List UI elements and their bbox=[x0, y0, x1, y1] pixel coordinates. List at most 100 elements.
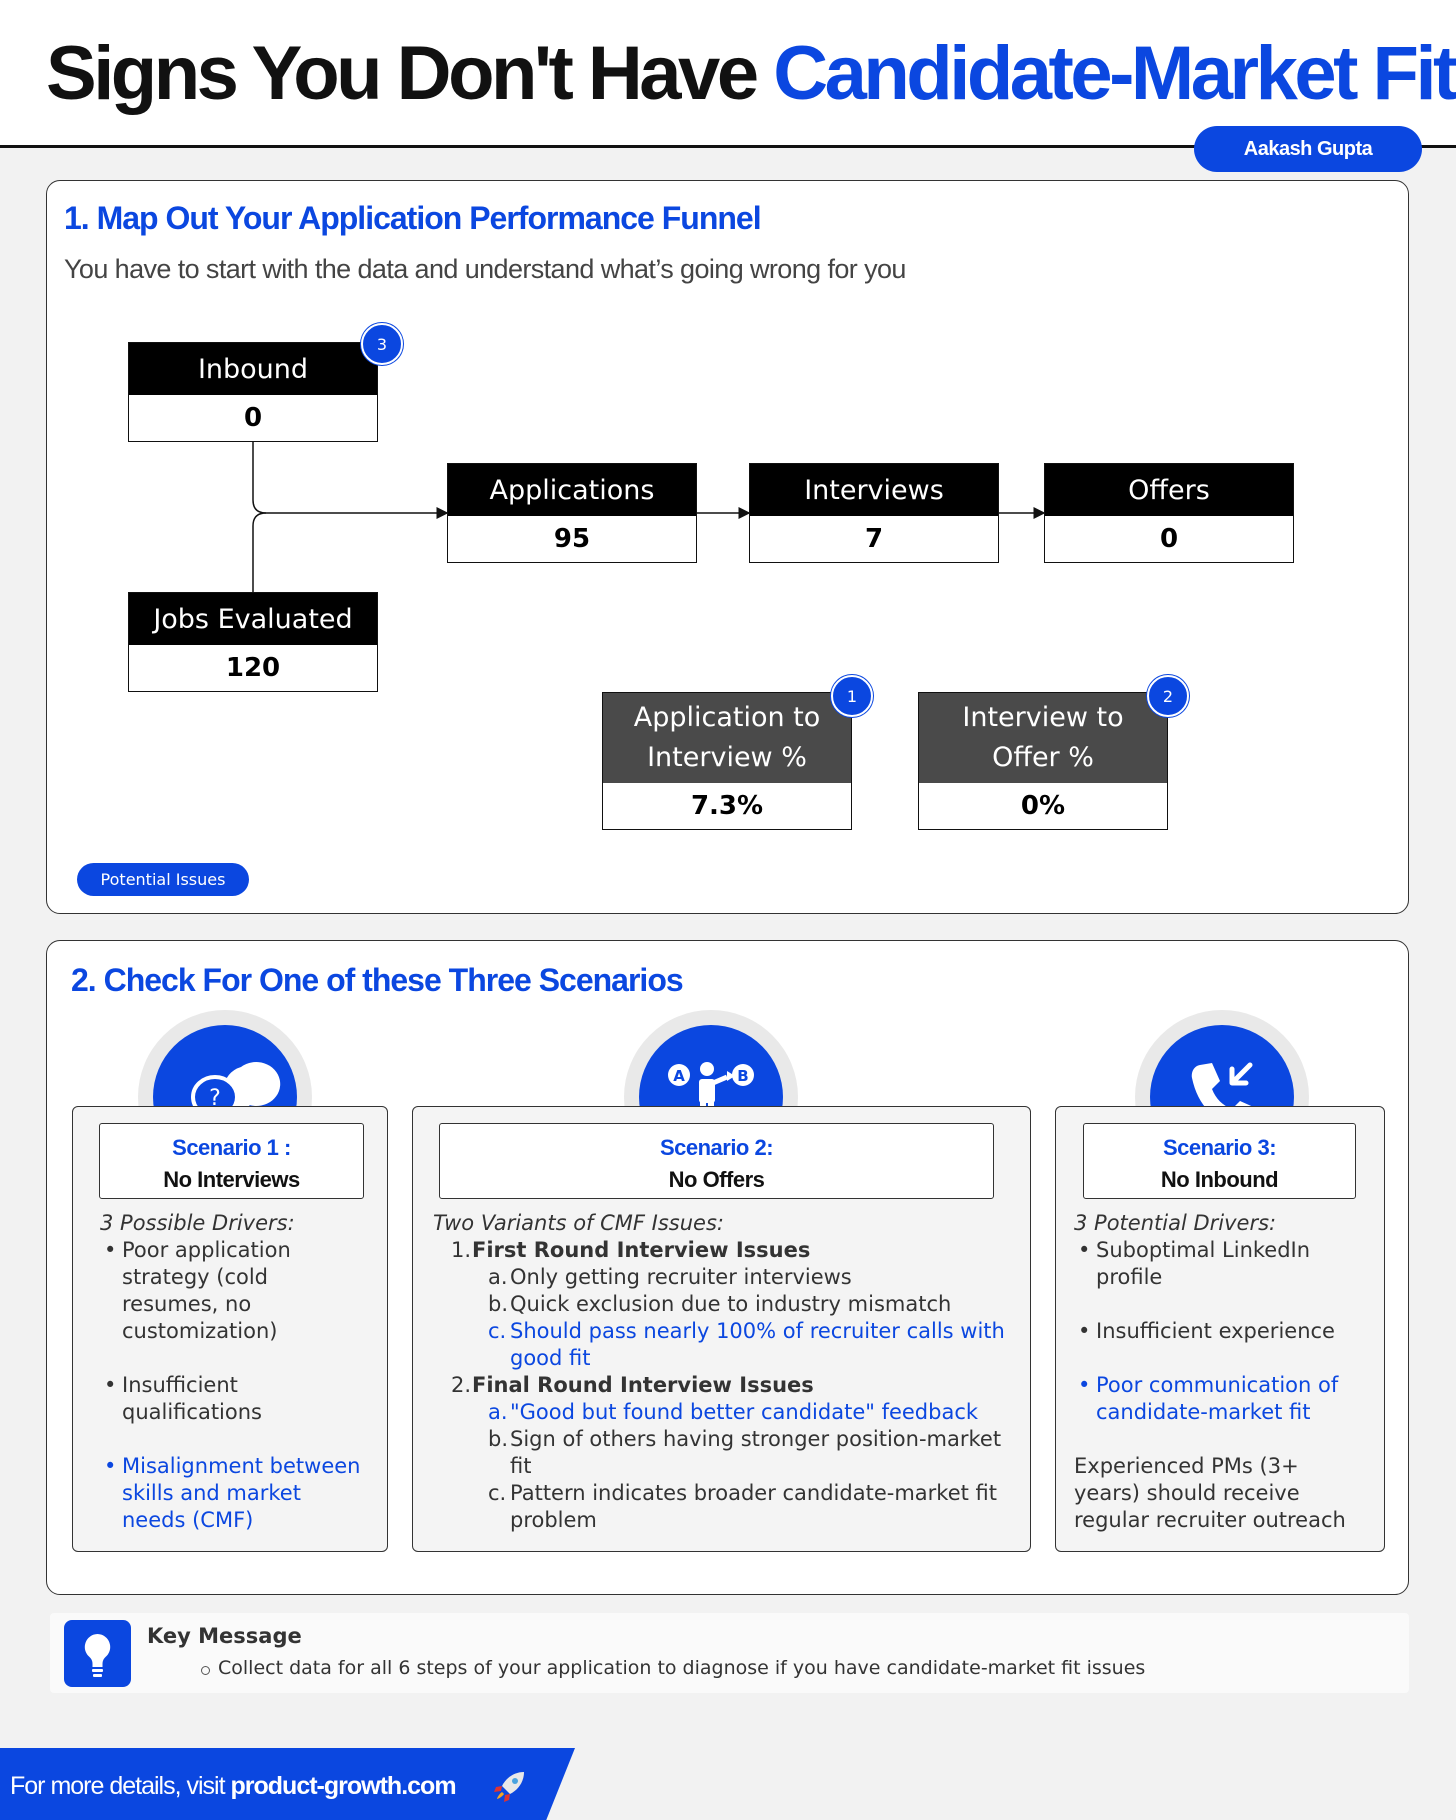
funnel-jobs-value: 120 bbox=[225, 653, 281, 683]
list-item: 2. Final Round Interview Issues bbox=[433, 1372, 1023, 1399]
list-heading: Final Round Interview Issues bbox=[472, 1373, 814, 1397]
scenario3-title-box: Scenario 3: No Inbound bbox=[1083, 1123, 1356, 1199]
funnel-inbound-value: 0 bbox=[243, 403, 263, 433]
list-item: Poor application strategy (cold resumes,… bbox=[100, 1237, 370, 1345]
funnel-applications: Applications 95 bbox=[447, 463, 697, 563]
list-item: Insufficient qualifications bbox=[100, 1372, 370, 1426]
list-text: Sign of others having stronger position-… bbox=[510, 1427, 1002, 1478]
footer-banner bbox=[0, 1748, 575, 1820]
funnel-interviews-value: 7 bbox=[864, 524, 884, 554]
scenario2-subtitle: No Offers bbox=[668, 1167, 765, 1192]
ratio-app-line2: Interview % bbox=[647, 742, 807, 773]
author-badge: Aakash Gupta bbox=[1194, 126, 1422, 172]
scenario3-title: Scenario 3: bbox=[1162, 1135, 1277, 1160]
list-number: 2. bbox=[451, 1373, 472, 1397]
funnel-jobs-evaluated: Jobs Evaluated 120 bbox=[128, 592, 378, 692]
list-letter: b. bbox=[488, 1427, 509, 1451]
scenario1-list: Poor application strategy (cold resumes,… bbox=[100, 1237, 370, 1534]
lightbulb-icon bbox=[64, 1620, 131, 1687]
list-item: Misalignment between skills and market n… bbox=[100, 1453, 370, 1534]
rocket-icon bbox=[490, 1766, 530, 1806]
ratio-interview-to-offer: Interview to Offer % 0% bbox=[918, 692, 1168, 830]
scenario3-note: Experienced PMs (3+ years) should receiv… bbox=[1074, 1454, 1346, 1532]
scenario1-intro: 3 Possible Drivers: bbox=[100, 1211, 295, 1235]
scenario3-subtitle: No Inbound bbox=[1160, 1167, 1279, 1192]
key-message-text: Collect data for all 6 steps of your app… bbox=[218, 1657, 1146, 1679]
section1-title: 1. Map Out Your Application Performance … bbox=[64, 200, 762, 236]
list-text: "Good but found better candidate" feedba… bbox=[510, 1400, 979, 1424]
ratio-app-to-interview: Application to Interview % 7.3% bbox=[602, 692, 852, 830]
scenario2-title-box: Scenario 2: No Offers bbox=[439, 1123, 994, 1199]
list-letter: a. bbox=[488, 1265, 508, 1289]
svg-text:B: B bbox=[737, 1067, 748, 1085]
scenario2-title: Scenario 2: bbox=[659, 1135, 774, 1160]
list-number: 1. bbox=[451, 1238, 472, 1262]
scenario2-body: Two Variants of CMF Issues: 1. First Rou… bbox=[433, 1210, 1023, 1534]
scenario1-title: Scenario 1 : bbox=[172, 1135, 291, 1160]
inbound-number-badge: 3 bbox=[361, 323, 403, 365]
list-item: Poor communication of candidate-market f… bbox=[1074, 1372, 1374, 1426]
interview-to-offer-number-badge: 2 bbox=[1147, 675, 1189, 717]
list-letter: c. bbox=[488, 1319, 507, 1343]
scenario3-intro: 3 Potential Drivers: bbox=[1074, 1211, 1277, 1235]
app-to-interview-number-badge: 1 bbox=[831, 675, 873, 717]
ratio-interview-to-offer-value: 0% bbox=[1020, 791, 1066, 821]
scenario3-body: 3 Potential Drivers: Suboptimal LinkedIn… bbox=[1074, 1210, 1374, 1534]
ratio-int-line2: Offer % bbox=[992, 742, 1094, 773]
list-item: a. "Good but found better candidate" fee… bbox=[433, 1399, 1023, 1426]
list-letter: a. bbox=[488, 1400, 508, 1424]
scenario3-list: Suboptimal LinkedIn profile Insufficient… bbox=[1074, 1237, 1374, 1426]
funnel-jobs-label: Jobs Evaluated bbox=[129, 593, 377, 645]
list-item: b. Sign of others having stronger positi… bbox=[433, 1426, 1023, 1480]
note-gap bbox=[1074, 1426, 1374, 1453]
list-item: Suboptimal LinkedIn profile bbox=[1074, 1237, 1374, 1291]
title-main: Signs You Don't Have bbox=[46, 31, 774, 116]
list-letter: c. bbox=[488, 1481, 507, 1505]
header-divider bbox=[0, 145, 1456, 148]
funnel-inbound: Inbound 0 bbox=[128, 342, 378, 442]
list-item: b. Quick exclusion due to industry misma… bbox=[433, 1291, 1023, 1318]
scenario1-body: 3 Possible Drivers: Poor application str… bbox=[100, 1210, 370, 1534]
footer-prefix: For more details, visit bbox=[10, 1772, 231, 1800]
section1-subtitle: You have to start with the data and unde… bbox=[64, 254, 906, 284]
ratio-app-to-interview-label: Application to Interview % bbox=[603, 693, 851, 783]
svg-text:A: A bbox=[673, 1067, 685, 1085]
funnel-interviews-label: Interviews bbox=[750, 464, 998, 516]
list-item: 1. First Round Interview Issues bbox=[433, 1237, 1023, 1264]
key-message-box bbox=[50, 1613, 1409, 1693]
page-title: Signs You Don't Have Candidate-Market Fi… bbox=[46, 28, 1456, 119]
ratio-interview-to-offer-label: Interview to Offer % bbox=[919, 693, 1167, 783]
list-text: Only getting recruiter interviews bbox=[510, 1265, 852, 1289]
list-text: Pattern indicates broader candidate-mark… bbox=[510, 1481, 997, 1532]
funnel-offers: Offers 0 bbox=[1044, 463, 1294, 563]
funnel-inbound-label: Inbound bbox=[129, 343, 377, 395]
scenario1-subtitle: No Interviews bbox=[163, 1167, 300, 1192]
funnel-applications-label: Applications bbox=[448, 464, 696, 516]
list-text: Quick exclusion due to industry mismatch bbox=[510, 1292, 952, 1316]
list-letter: b. bbox=[488, 1292, 509, 1316]
scenario1-title-box: Scenario 1 : No Interviews bbox=[99, 1123, 364, 1199]
list-item: c. Should pass nearly 100% of recruiter … bbox=[433, 1318, 1023, 1372]
list-heading: First Round Interview Issues bbox=[472, 1238, 811, 1262]
funnel-offers-value: 0 bbox=[1159, 524, 1179, 554]
list-item: a. Only getting recruiter interviews bbox=[433, 1264, 1023, 1291]
list-item: Insufficient experience bbox=[1074, 1318, 1374, 1345]
funnel-interviews: Interviews 7 bbox=[749, 463, 999, 563]
ratio-app-to-interview-value: 7.3% bbox=[690, 791, 764, 821]
header-band bbox=[0, 0, 1456, 148]
key-message-title: Key Message bbox=[147, 1624, 302, 1648]
svg-text:?: ? bbox=[209, 1086, 221, 1111]
section2-title: 2. Check For One of these Three Scenario… bbox=[71, 962, 684, 998]
funnel-offers-label: Offers bbox=[1045, 464, 1293, 516]
funnel-applications-value: 95 bbox=[553, 524, 591, 554]
list-text: Should pass nearly 100% of recruiter cal… bbox=[510, 1319, 1005, 1370]
ratio-app-line1: Application to bbox=[633, 702, 821, 733]
footer-site: product-growth.com bbox=[230, 1772, 457, 1800]
potential-issues-pill: Potential Issues bbox=[77, 863, 249, 896]
scenario2-intro: Two Variants of CMF Issues: bbox=[433, 1211, 724, 1235]
key-message-bullet bbox=[201, 1666, 210, 1675]
footer-link[interactable]: For more details, visit product-growth.c… bbox=[10, 1772, 457, 1801]
ratio-int-line1: Interview to bbox=[962, 702, 1124, 733]
list-item: c. Pattern indicates broader candidate-m… bbox=[433, 1480, 1023, 1534]
title-accent: Candidate-Market Fit bbox=[773, 31, 1456, 116]
